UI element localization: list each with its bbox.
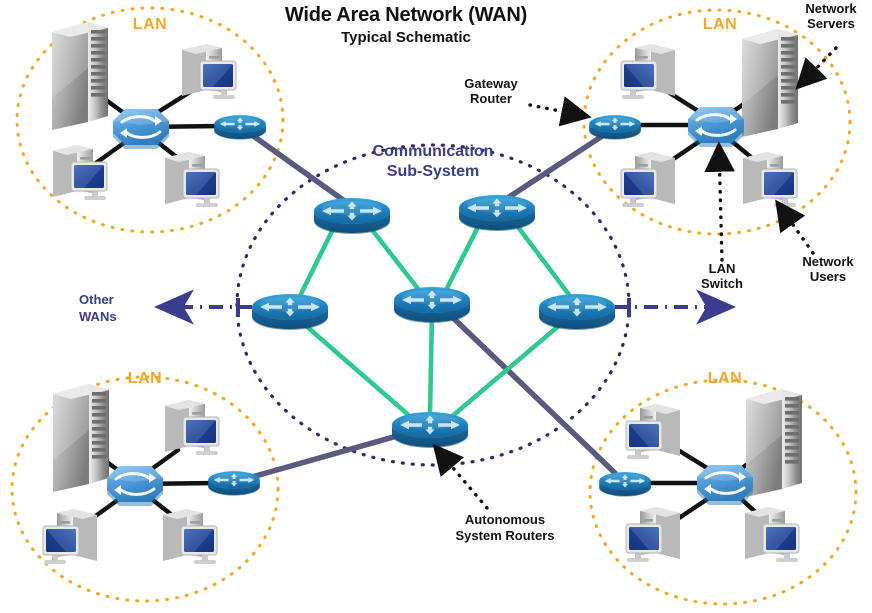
wan-link-tr	[503, 130, 610, 202]
server-icon	[53, 384, 109, 492]
lan-boundary-top-right	[582, 8, 852, 236]
gateway-router-label-line2: Router	[470, 91, 512, 106]
pc-icon	[620, 151, 676, 208]
page-subtitle: Typical Schematic	[341, 29, 471, 46]
lan-label-top-left: LAN	[132, 16, 168, 33]
gateway-router-icon[interactable]	[599, 472, 651, 497]
leader-network-servers	[795, 46, 838, 90]
lan-boundary-bottom-left	[10, 375, 280, 603]
server-icon	[52, 22, 108, 130]
lan-label-bottom-right: LAN	[707, 370, 743, 387]
wan-link-tl	[246, 130, 349, 205]
wan-link-bl	[242, 431, 407, 482]
network-users-label-line2: Users	[809, 269, 847, 284]
lan-label-bottom-left: LAN	[127, 370, 163, 387]
leader-network-users	[775, 199, 815, 255]
core-router-icon[interactable]	[539, 294, 615, 330]
wan-link-br	[445, 310, 618, 476]
gateway-router-label-line1: Gateway	[464, 76, 518, 91]
leader-lan-switch	[704, 141, 735, 262]
other-wans-label-line2: WANs	[79, 309, 117, 324]
autonomous-routers-label-line2: System Routers	[455, 528, 555, 543]
core-router-icon[interactable]	[252, 294, 328, 330]
pc-icon	[625, 403, 681, 460]
pc-icon	[42, 508, 98, 565]
communication-subsystem-label-line2: Sub-System	[386, 163, 480, 180]
leader-gateway-router	[528, 96, 592, 127]
other-wans-label-line1: Other	[79, 292, 114, 307]
pc-icon	[164, 399, 220, 456]
pc-icon	[625, 506, 681, 563]
core-router-icon[interactable]	[394, 287, 470, 323]
core-router-icon[interactable]	[314, 198, 390, 234]
pc-icon	[744, 506, 800, 563]
leader-autonomous-routers	[432, 443, 489, 510]
core-mesh-links	[294, 216, 573, 421]
page-title: Wide Area Network (WAN)	[284, 4, 528, 26]
server-icon	[742, 29, 798, 137]
lan-switch-label-line1: LAN	[708, 261, 736, 276]
gateway-router-icon[interactable]	[214, 115, 266, 140]
lan-boundary-top-left	[15, 6, 285, 234]
pc-icon	[620, 43, 676, 100]
pc-icon	[164, 151, 220, 208]
server-icon	[746, 389, 802, 497]
other-wans-connectors	[154, 289, 736, 325]
communication-subsystem-label-line1: Communication	[372, 143, 494, 160]
pc-icon	[181, 43, 237, 100]
network-servers-label-line2: Servers	[807, 16, 855, 31]
core-router-icon[interactable]	[392, 412, 468, 448]
annotation-leaders	[432, 46, 838, 510]
lan-switch-icon[interactable]	[695, 463, 755, 507]
lan-switch-icon[interactable]	[686, 105, 746, 149]
gateway-router-icon[interactable]	[208, 471, 260, 496]
network-users-label-line1: Network	[802, 254, 854, 269]
lan-switch-icon[interactable]	[105, 464, 165, 508]
pc-icon	[162, 508, 218, 565]
lan-label-top-right: LAN	[702, 16, 738, 33]
pc-icon	[52, 144, 108, 201]
gateway-router-icon[interactable]	[589, 115, 641, 140]
pc-icon	[742, 151, 798, 208]
network-servers-label-line1: Network	[805, 1, 857, 16]
lan-switch-label-line2: Switch	[701, 276, 743, 291]
core-router-icon[interactable]	[459, 195, 535, 231]
wan-links	[242, 130, 618, 482]
lan-boundary-bottom-right	[588, 378, 858, 606]
autonomous-routers-label-line1: Autonomous	[464, 512, 546, 527]
lan-switch-icon[interactable]	[111, 107, 171, 151]
